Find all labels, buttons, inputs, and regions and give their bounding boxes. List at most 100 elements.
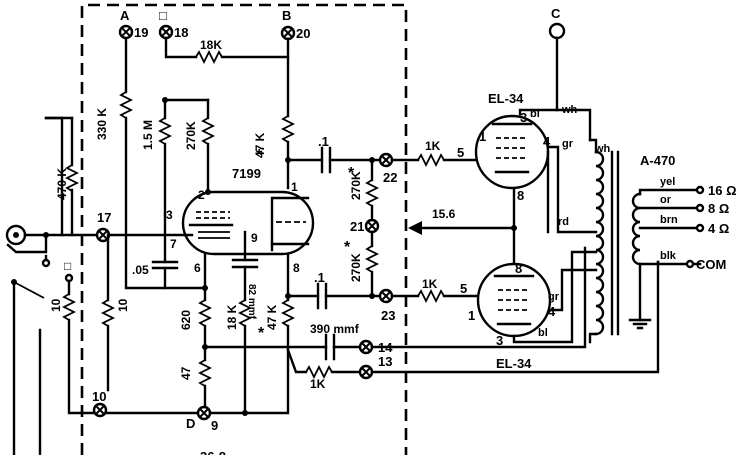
svg-text:1: 1 [468,308,475,323]
svg-text:4: 4 [543,134,551,149]
resistor-10-b [100,299,116,327]
svg-text:or: or [660,194,672,206]
svg-text:brn: brn [660,214,678,226]
svg-text:C: C [551,6,561,21]
tube-el34-bot [476,262,552,338]
svg-text:bl: bl [538,327,548,339]
svg-text:*: * [256,147,263,164]
terminal-18: □ 18 [158,8,188,40]
svg-text:7: 7 [170,237,177,251]
resistor-270k-a [200,117,216,145]
resistor-1k-low [305,364,333,380]
svg-text:.1: .1 [314,270,325,285]
resistor-18k-mid [237,299,253,327]
svg-text:.05: .05 [132,263,149,277]
terminal-19: A 19 [118,8,148,40]
svg-text:5: 5 [457,145,464,160]
svg-text:*: * [344,239,351,256]
svg-text:10: 10 [116,298,130,312]
svg-text:rd: rd [558,216,569,228]
svg-text:8: 8 [293,261,300,275]
resistor-620 [197,299,213,327]
svg-text:5: 5 [460,281,467,296]
svg-text:7199: 7199 [232,166,261,181]
svg-text:bl: bl [530,108,540,120]
svg-text:EL-34: EL-34 [496,356,532,371]
svg-text:□: □ [64,259,71,273]
terminal-9-d: D 9 [186,405,218,433]
svg-text:3: 3 [520,110,527,125]
svg-text:A: A [120,8,130,23]
svg-text:3: 3 [496,333,503,348]
svg-text:17: 17 [97,210,111,225]
svg-text:18: 18 [174,25,188,40]
svg-text:270K: 270K [184,121,198,150]
svg-text:620: 620 [179,310,193,330]
transformer-primary [588,138,620,344]
svg-text:9: 9 [211,418,218,433]
terminal-10: 10 [92,389,108,418]
svg-text:.1: .1 [318,134,329,149]
resistor-47k-top [280,115,296,143]
svg-text:23: 23 [381,308,395,323]
resistor-1-5m [157,117,173,145]
board-outline [80,3,408,455]
svg-text:19: 19 [134,25,148,40]
svg-text:3: 3 [166,208,173,222]
svg-text:yel: yel [660,176,675,188]
svg-text:36-8: 36-8 [200,449,226,455]
svg-text:47 K: 47 K [253,132,267,158]
svg-text:9: 9 [251,231,258,245]
svg-text:1: 1 [479,129,486,144]
svg-text:8 Ω: 8 Ω [708,201,729,216]
resistor-47k-mid [280,299,296,327]
resistor-270k-b [364,179,380,207]
label-18k: 18K [200,38,222,52]
svg-text:21: 21 [350,219,364,234]
svg-text:wh: wh [594,143,611,155]
resistor-470k [64,164,80,192]
terminal-22: 22 [378,152,397,185]
svg-text:□: □ [159,8,167,23]
svg-text:47 K: 47 K [265,304,279,330]
tube-7199 [181,190,315,256]
svg-text:1K: 1K [310,377,326,391]
svg-text:EL-34: EL-34 [488,91,524,106]
svg-text:*: * [348,165,355,182]
svg-text:6: 6 [194,261,201,275]
terminal-20: B 20 [280,8,310,41]
svg-text:gr: gr [548,291,560,303]
svg-text:330 K: 330 K [95,108,109,140]
svg-text:470 K: 470 K [55,168,69,200]
svg-text:A-470: A-470 [640,153,675,168]
svg-text:COM: COM [696,257,726,272]
svg-text:D: D [186,416,195,431]
terminal-17: 17 [95,210,111,243]
svg-text:1K: 1K [422,277,438,291]
svg-text:22: 22 [383,170,397,185]
svg-text:16 Ω: 16 Ω [708,183,737,198]
svg-text:2: 2 [198,188,205,202]
arrow-15-6 [408,221,422,235]
svg-text:1: 1 [291,180,298,194]
terminal-21: 21 [350,218,380,234]
svg-text:10: 10 [49,298,63,312]
svg-text:270K: 270K [349,253,363,282]
svg-text:B: B [282,8,291,23]
terminal-c [548,22,566,40]
svg-text:47: 47 [179,366,193,380]
svg-text:gr: gr [562,138,574,150]
svg-text:82 mmf: 82 mmf [246,284,257,320]
svg-text:10: 10 [92,389,106,404]
svg-text:8: 8 [515,261,522,276]
svg-text:4: 4 [548,304,556,319]
input-jack [5,224,27,246]
terminal-13: 13 [358,354,392,380]
svg-text:*: * [258,325,265,342]
resistor-10-a [61,293,77,321]
svg-text:15.6: 15.6 [432,207,456,221]
resistor-1k-bot [417,288,445,304]
resistor-1k-top [417,152,445,168]
resistor-18k-top [195,49,223,65]
